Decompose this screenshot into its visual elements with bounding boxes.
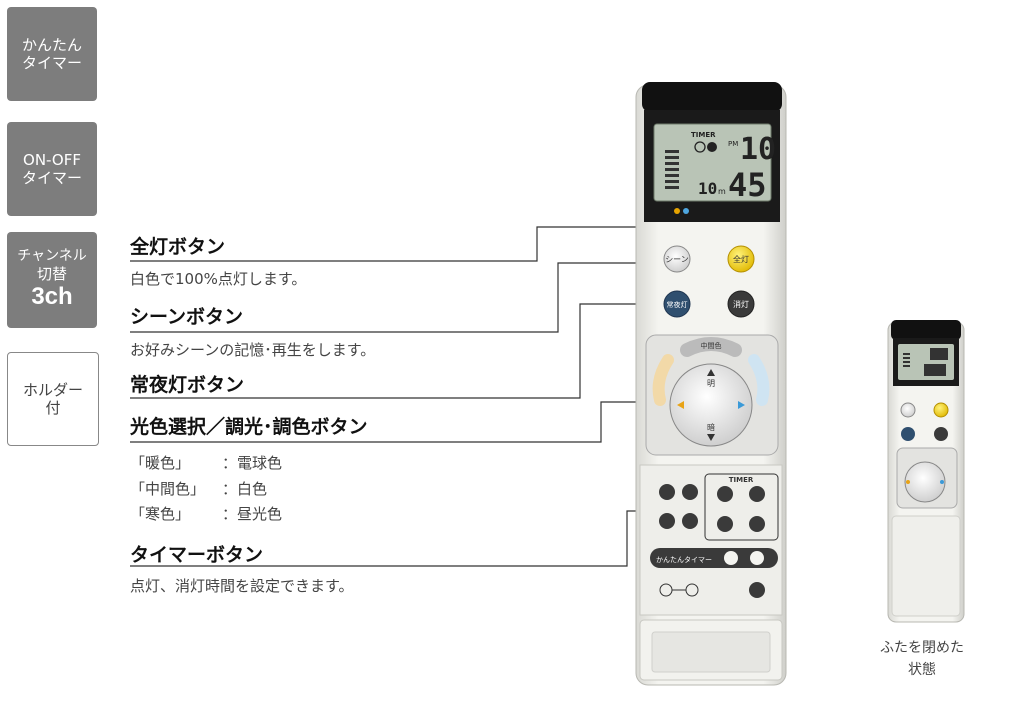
easy-timer-on-button[interactable] <box>724 551 738 565</box>
mode-cool-value: ：昼光色 <box>222 505 283 523</box>
onoff-timer-line2: タイマー <box>21 169 82 187</box>
off-button-label: 消灯 <box>733 299 749 309</box>
closed-caption-line1: ふたを閉めた <box>880 640 964 656</box>
onoff-timer-line1: ON-OFF <box>23 151 81 169</box>
off-button[interactable] <box>727 290 755 318</box>
closed-night-light-button[interactable] <box>901 427 915 441</box>
holder-line2: 付 <box>45 399 61 417</box>
mid-color-label: 中間色 <box>701 341 722 350</box>
closed-remote <box>887 320 965 623</box>
dimmer-pad[interactable] <box>669 363 753 447</box>
timer-title: タイマーボタン <box>130 544 264 566</box>
timer-box <box>704 473 779 541</box>
scene-button-label: シーン <box>665 255 689 264</box>
easy-timer-line1: かんたん <box>21 36 82 54</box>
night-light-title: 常夜灯ボタン <box>130 374 245 396</box>
channel-buttons[interactable] <box>659 484 698 529</box>
warm-color-button[interactable] <box>652 354 674 406</box>
lcd-hour: 10 <box>740 132 776 167</box>
mode-warm-value: ：電球色 <box>222 454 283 472</box>
night-light-button[interactable] <box>663 290 691 318</box>
closed-lid <box>891 515 961 617</box>
mode-mid-name: 「中間色」 <box>130 480 206 498</box>
onoff-timer-badge: ON-OFF タイマー <box>7 122 97 216</box>
leader-color-dim <box>130 401 650 443</box>
mid-color-button[interactable] <box>680 337 742 357</box>
down-arrow-icon <box>707 434 715 441</box>
night-light-button-label: 常夜灯 <box>667 300 688 309</box>
color-dim-title: 光色選択／調光･調色ボタン <box>130 416 368 438</box>
mode-mid-value: ：白色 <box>222 480 268 498</box>
leader-scene <box>130 262 666 333</box>
mode-warm-name: 「暖色」 <box>130 454 191 472</box>
channel-line2: 切替 <box>36 265 67 283</box>
easy-timer-badge: かんたん タイマー <box>7 7 97 101</box>
dark-label: 暗 <box>707 422 715 432</box>
lcd-minute-small: 10 <box>698 179 717 198</box>
timer-buttons[interactable] <box>717 486 765 532</box>
closed-scene-button[interactable] <box>900 402 916 418</box>
closed-off-button[interactable] <box>934 427 948 441</box>
lcd-timer-label: TIMER <box>691 131 716 139</box>
closed-dimmer-pad[interactable] <box>904 461 946 503</box>
closed-state-caption: ふたを閉めた 状態 <box>862 638 982 681</box>
scene-button[interactable] <box>663 245 691 273</box>
timer-box-label: TIMER <box>729 476 754 484</box>
leader-night-light <box>130 303 666 399</box>
timer-cancel-button[interactable] <box>749 582 765 598</box>
up-arrow-icon <box>707 369 715 376</box>
lcd-screen <box>653 123 772 202</box>
easy-timer-bar-label: かんたんタイマー <box>656 555 712 564</box>
closed-all-light-button[interactable] <box>933 402 949 418</box>
closed-caption-line2: 状態 <box>908 661 936 678</box>
lcd-minute: 45 <box>728 166 767 204</box>
holder-badge: ホルダー 付 <box>7 352 99 446</box>
timer-desc: 点灯、消灯時間を設定できます。 <box>130 577 354 595</box>
lcd-ampm: PM <box>728 140 738 148</box>
channel-count: 3ch <box>31 283 73 310</box>
mode-cool-name: 「寒色」 <box>130 505 191 523</box>
holder-line1: ホルダー <box>22 381 83 399</box>
scene-title: シーンボタン <box>130 306 244 328</box>
channel-line1: チャンネル <box>17 248 87 265</box>
all-light-desc: 白色で100%点灯します。 <box>130 270 307 288</box>
bright-label: 明 <box>707 379 715 388</box>
lcd-unit: m <box>718 187 726 196</box>
channel-badge: チャンネル 切替 3ch <box>7 232 97 328</box>
reset-button[interactable] <box>685 583 699 597</box>
all-light-button[interactable] <box>727 245 755 273</box>
easy-timer-line2: タイマー <box>21 54 82 72</box>
scene-desc: お好みシーンの記憶･再生をします。 <box>130 341 376 359</box>
leader-timer <box>130 510 660 567</box>
all-light-button-label: 全灯 <box>733 254 749 264</box>
all-light-title: 全灯ボタン <box>130 236 226 258</box>
left-arrow-icon <box>677 401 684 409</box>
main-remote: TIMER PM 10 45 10 m シーン 全灯 常夜灯 消灯 中間色 明 … <box>635 82 787 686</box>
easy-timer-off-button[interactable] <box>750 551 764 565</box>
easy-timer-bar <box>650 548 778 568</box>
right-arrow-icon <box>738 401 745 409</box>
cool-color-button[interactable] <box>748 354 770 406</box>
